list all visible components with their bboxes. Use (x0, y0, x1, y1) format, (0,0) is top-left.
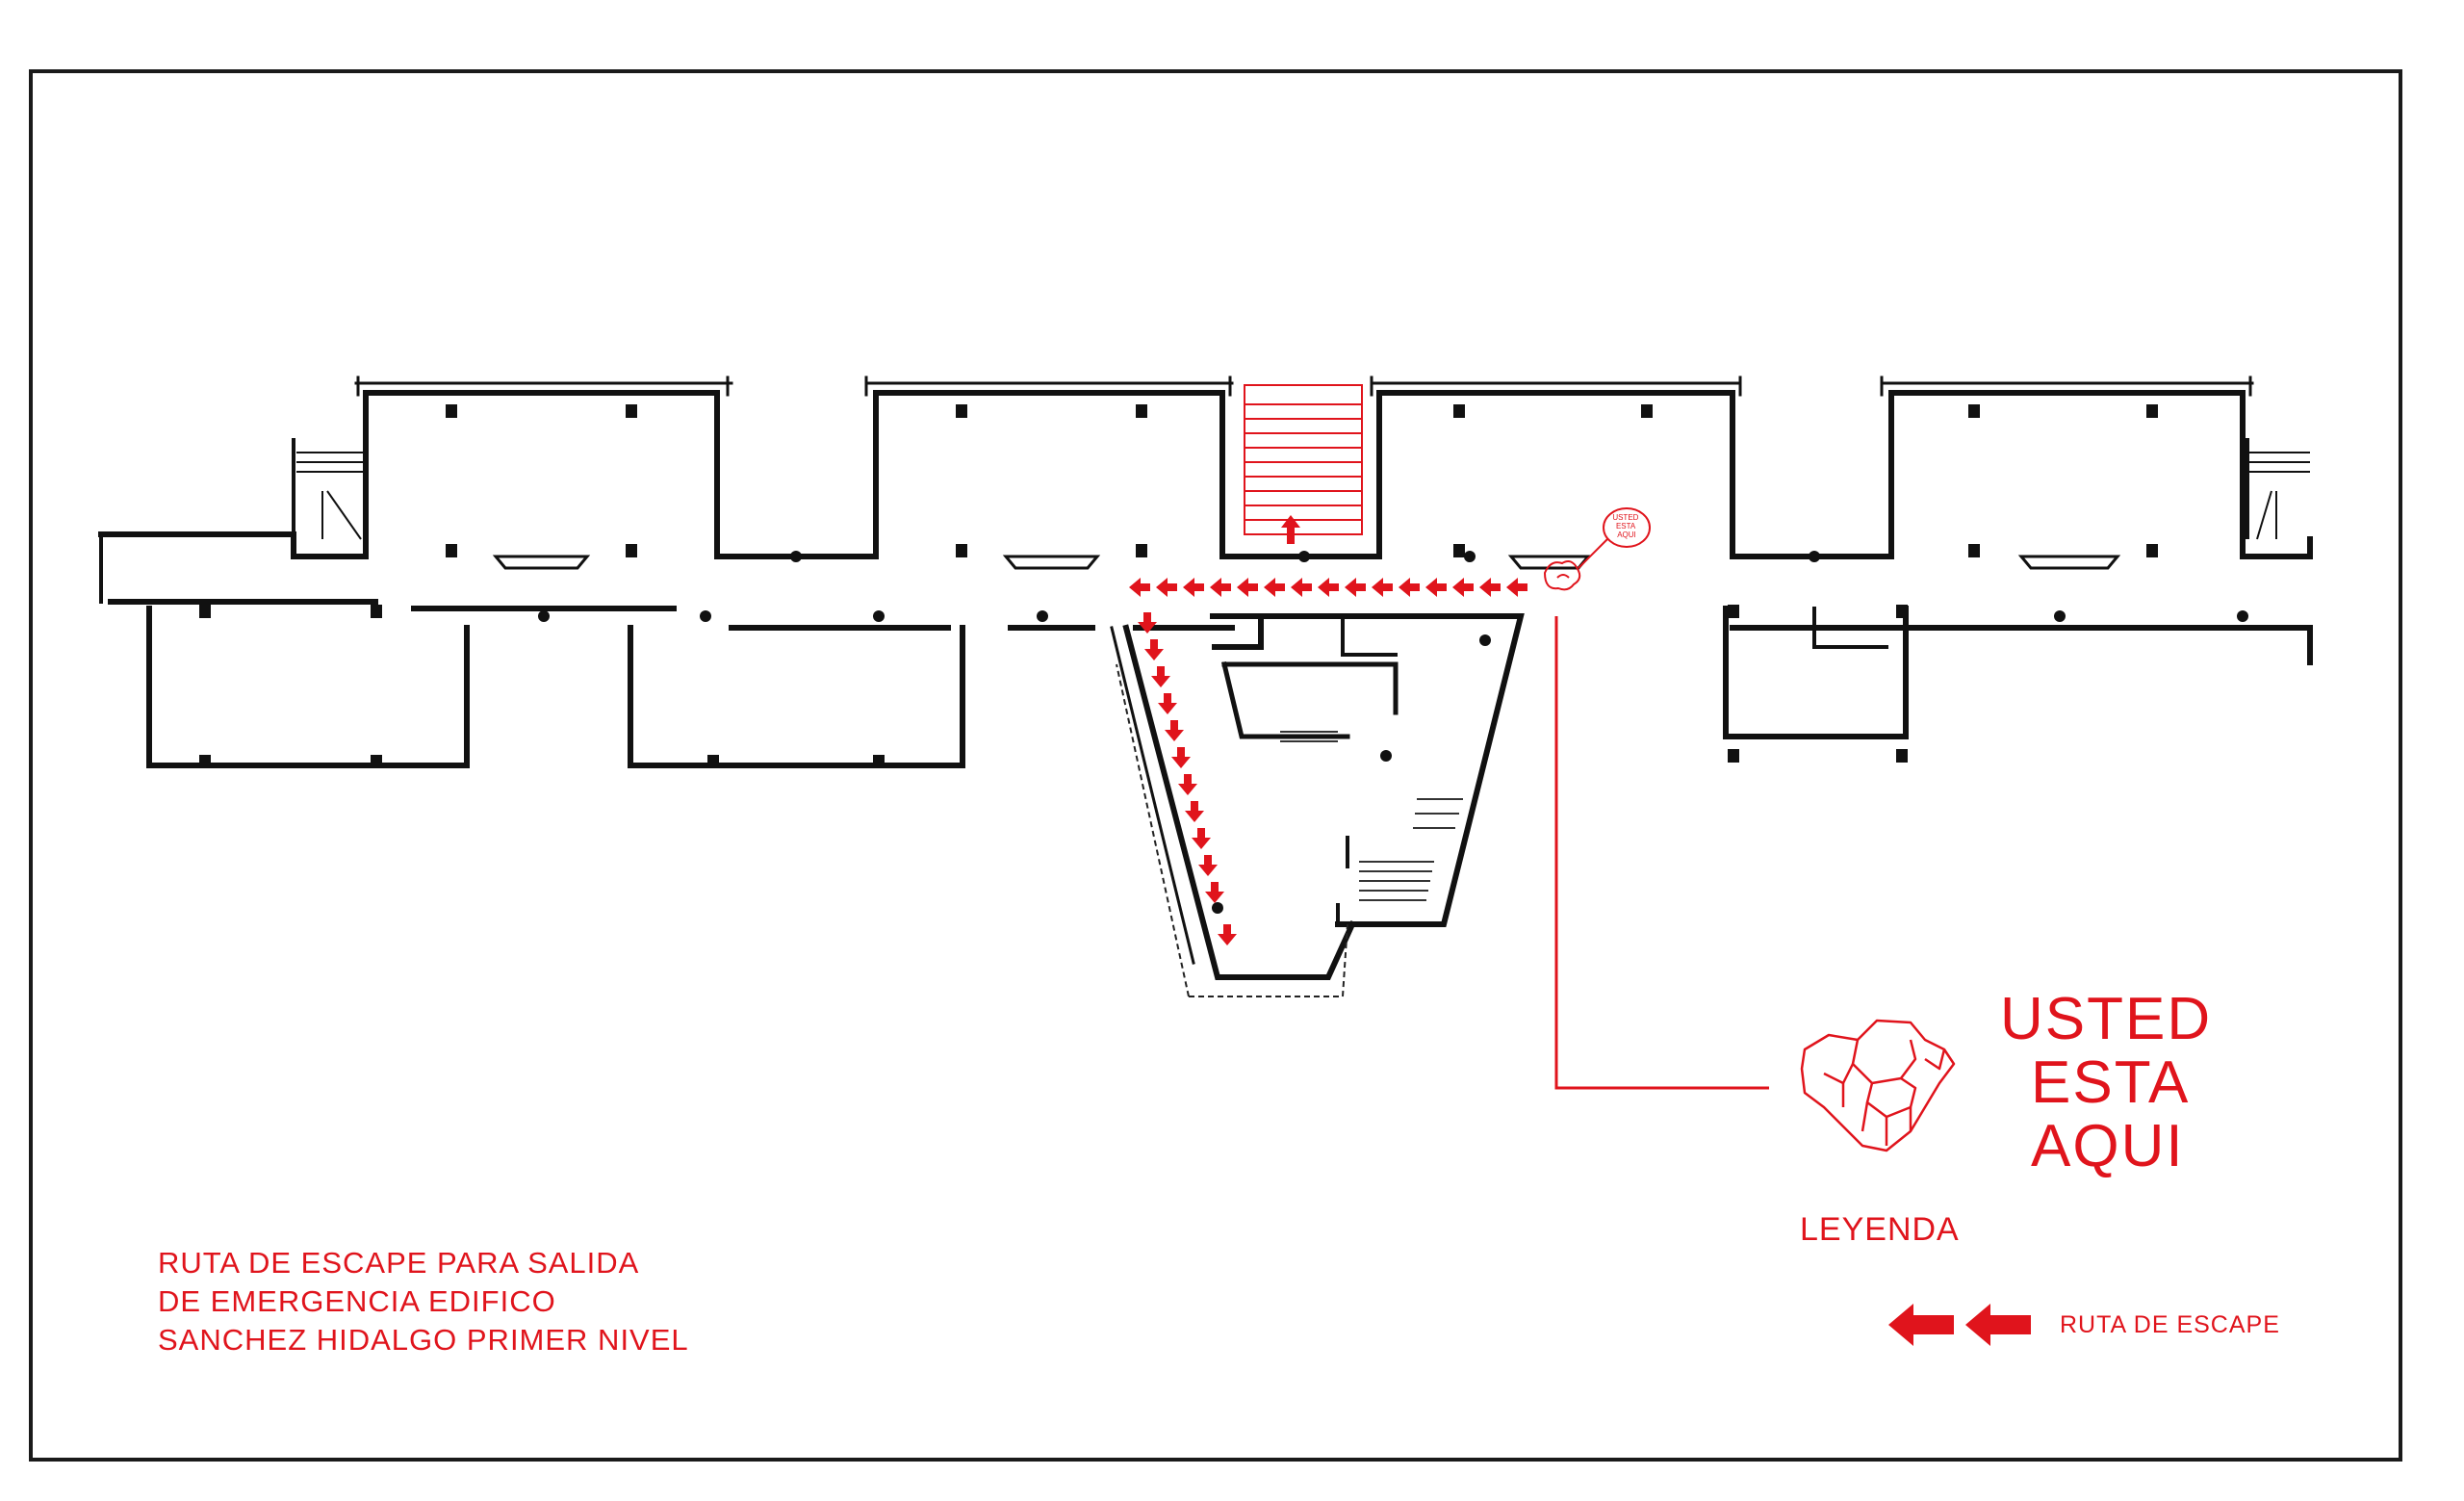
escape-route-corridor (1129, 578, 1527, 597)
small-marker-label: USTED ESTA AQUI (1612, 513, 1640, 539)
location-marker-small (1543, 507, 1651, 591)
inner-stairs (1280, 731, 1463, 901)
escape-route-legend-label: RUTA DE ESCAPE (2060, 1311, 2280, 1338)
leader-line (1554, 616, 1769, 1090)
central-stairwell (1244, 384, 1363, 535)
usted-esta-aqui-icon (1800, 1019, 1956, 1152)
page-border (29, 69, 2402, 1462)
plan-title-line-3: SANCHEZ HIDALGO PRIMER NIVEL (158, 1323, 689, 1357)
structural-columns (199, 404, 2248, 914)
building-walls (98, 375, 2313, 980)
stair-landing-dashed (1116, 663, 1348, 997)
aqui-label: AQUI (2031, 1113, 2185, 1179)
plan-title-line-1: RUTA DE ESCAPE PARA SALIDA (158, 1246, 640, 1280)
escape-arrow-up (1281, 515, 1300, 544)
legend-title: LEYENDA (1800, 1211, 1960, 1248)
esta-label: ESTA (2031, 1049, 2191, 1116)
left-arrow-icon (1888, 1304, 2031, 1346)
plan-title-line-2: DE EMERGENCIA EDIFICO (158, 1284, 556, 1318)
usted-label: USTED (2000, 986, 2213, 1052)
side-stairs (292, 438, 2310, 540)
